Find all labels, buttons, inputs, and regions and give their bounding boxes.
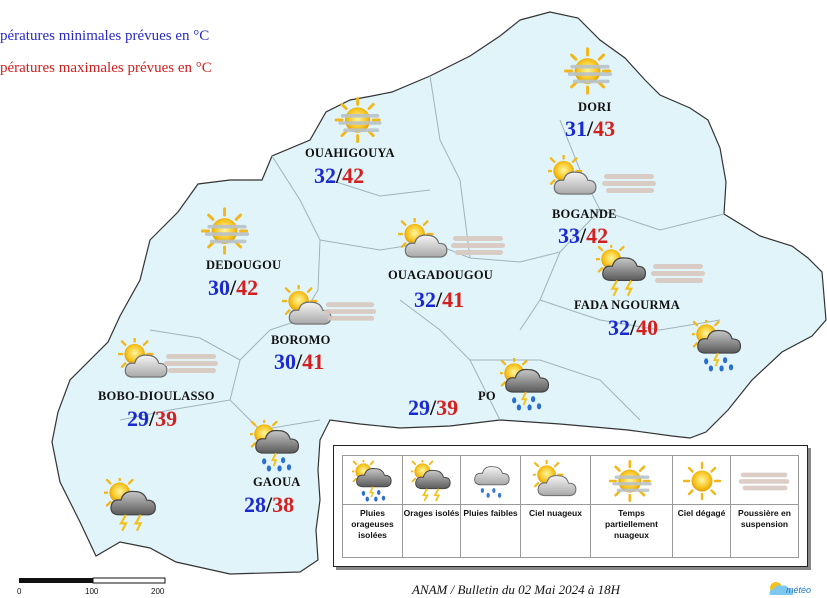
city-name-ouagadougou: OUAGADOUGOU (388, 268, 493, 282)
temp-min: 29 (408, 395, 430, 420)
legend-item-label: Orages isolés (403, 508, 460, 518)
city-name-gaoua: GAOUA (253, 475, 301, 489)
isolated-storms-icon (104, 478, 160, 532)
dust-icon (162, 348, 222, 378)
legend-max-label: pératures maximales prévues en °C (0, 60, 212, 76)
city-temps-ouagadougou: 32/41 (414, 287, 465, 312)
legend-item-label: Pluies faibles (463, 508, 518, 518)
weather-icon-legend: Pluies orageuses isolées Orages isolés P… (333, 445, 808, 567)
dust-icon (737, 467, 793, 495)
legend-item: Poussière en suspension (730, 455, 799, 558)
city-name-ouahigouya: OUAHIGOUYA (305, 146, 395, 160)
partly-cloudy-haze-icon (333, 96, 387, 144)
cloudy-sun-icon (533, 460, 579, 502)
legend-item: Orages isolés (402, 455, 461, 558)
city-name-bogande: BOGANDE (552, 207, 617, 221)
country-outline (51, 11, 827, 575)
city-temps-ouahigouya: 32/42 (314, 163, 365, 188)
dust-icon (600, 168, 660, 198)
temp-max: 41 (302, 349, 325, 374)
cloudy-sun-icon (548, 155, 600, 201)
dust-icon (448, 230, 510, 260)
city-name-boromo: BOROMO (271, 333, 331, 347)
legend-item-label: Temps partiellement nuageux (605, 508, 658, 540)
dust-icon (648, 258, 710, 288)
meteo-logo: météo (769, 582, 811, 595)
legend-item-label: Ciel dégagé (677, 508, 726, 518)
temp-min: 30 (208, 275, 230, 300)
city-temps-gaoua: 28/38 (244, 492, 295, 517)
legend-item: Ciel nuageux (520, 455, 591, 558)
temp-min: 28 (244, 492, 266, 517)
partly-cloudy-haze-icon (563, 46, 617, 96)
city-temps-po: 29/39 (408, 395, 459, 420)
city-temps-bogande: 33/42 (558, 223, 609, 248)
temp-min: 33 (558, 223, 580, 248)
isolated-stormy-rain-icon (500, 358, 552, 412)
city-name-dori: DORI (578, 100, 612, 114)
legend-item: Pluies orageuses isolées (342, 455, 403, 558)
city-temps-boromo: 30/41 (274, 349, 325, 374)
city-name-dedougou: DEDOUGOU (206, 258, 282, 272)
city-temps-fada-ngourma: 32/40 (608, 315, 659, 340)
legend-min-label: pératures minimales prévues en °C (0, 28, 210, 44)
temp-max: 43 (593, 116, 616, 141)
legend-item-label: Poussière en suspension (738, 508, 791, 529)
light-rain-icon (470, 460, 512, 502)
temp-min: 32 (314, 163, 336, 188)
city-name-fada-ngourma: FADA NGOURMA (574, 298, 680, 312)
temp-max: 40 (636, 315, 659, 340)
city-temps-dedougou: 30/42 (208, 275, 259, 300)
isolated-stormy-rain-icon (250, 420, 302, 472)
temp-min: 30 (274, 349, 296, 374)
isolated-stormy-rain-icon (692, 320, 744, 372)
cloudy-sun-icon (398, 218, 452, 264)
temp-max: 42 (586, 223, 609, 248)
city-temps-dori: 31/43 (565, 116, 616, 141)
legend-item-label: Pluies orageuses isolées (351, 508, 394, 540)
temp-min: 32 (414, 287, 436, 312)
temp-min: 31 (565, 116, 587, 141)
legend-item-label: Ciel nuageux (529, 508, 582, 518)
region-borders (119, 75, 725, 431)
scale-bar: 0 100 200 (17, 577, 166, 596)
partly-cloudy-haze-icon (200, 206, 254, 256)
scale-label-100: 100 (85, 587, 99, 596)
partly-cloudy-haze-icon (608, 459, 656, 503)
city-temps-bobo-dioulasso: 29/39 (127, 406, 178, 431)
temp-max: 41 (442, 287, 465, 312)
isolated-stormy-rain-icon (352, 460, 394, 502)
legend-item: Temps partiellement nuageux (590, 455, 673, 558)
scale-label-0: 0 (17, 587, 22, 596)
bulletin-footer: ANAM / Bulletin du 02 Mai 2024 à 18H (412, 582, 620, 597)
city-name-bobo-dioulasso: BOBO-DIOULASSO (98, 389, 215, 403)
dust-icon (322, 296, 380, 326)
isolated-storms-icon (596, 245, 650, 297)
temp-max: 38 (272, 492, 295, 517)
temp-max: 42 (236, 275, 259, 300)
scale-label-200: 200 (151, 587, 165, 596)
legend-item: Ciel dégagé (672, 455, 731, 558)
logo-text: météo (786, 585, 811, 595)
temp-max: 39 (155, 406, 178, 431)
clear-sky-icon (682, 461, 722, 501)
isolated-storms-icon (411, 460, 453, 502)
temp-min: 32 (608, 315, 630, 340)
temp-max: 42 (342, 163, 365, 188)
city-name-po: PO (478, 389, 496, 403)
temp-max: 39 (436, 395, 459, 420)
legend-item: Pluies faibles (460, 455, 521, 558)
temp-min: 29 (127, 406, 149, 431)
